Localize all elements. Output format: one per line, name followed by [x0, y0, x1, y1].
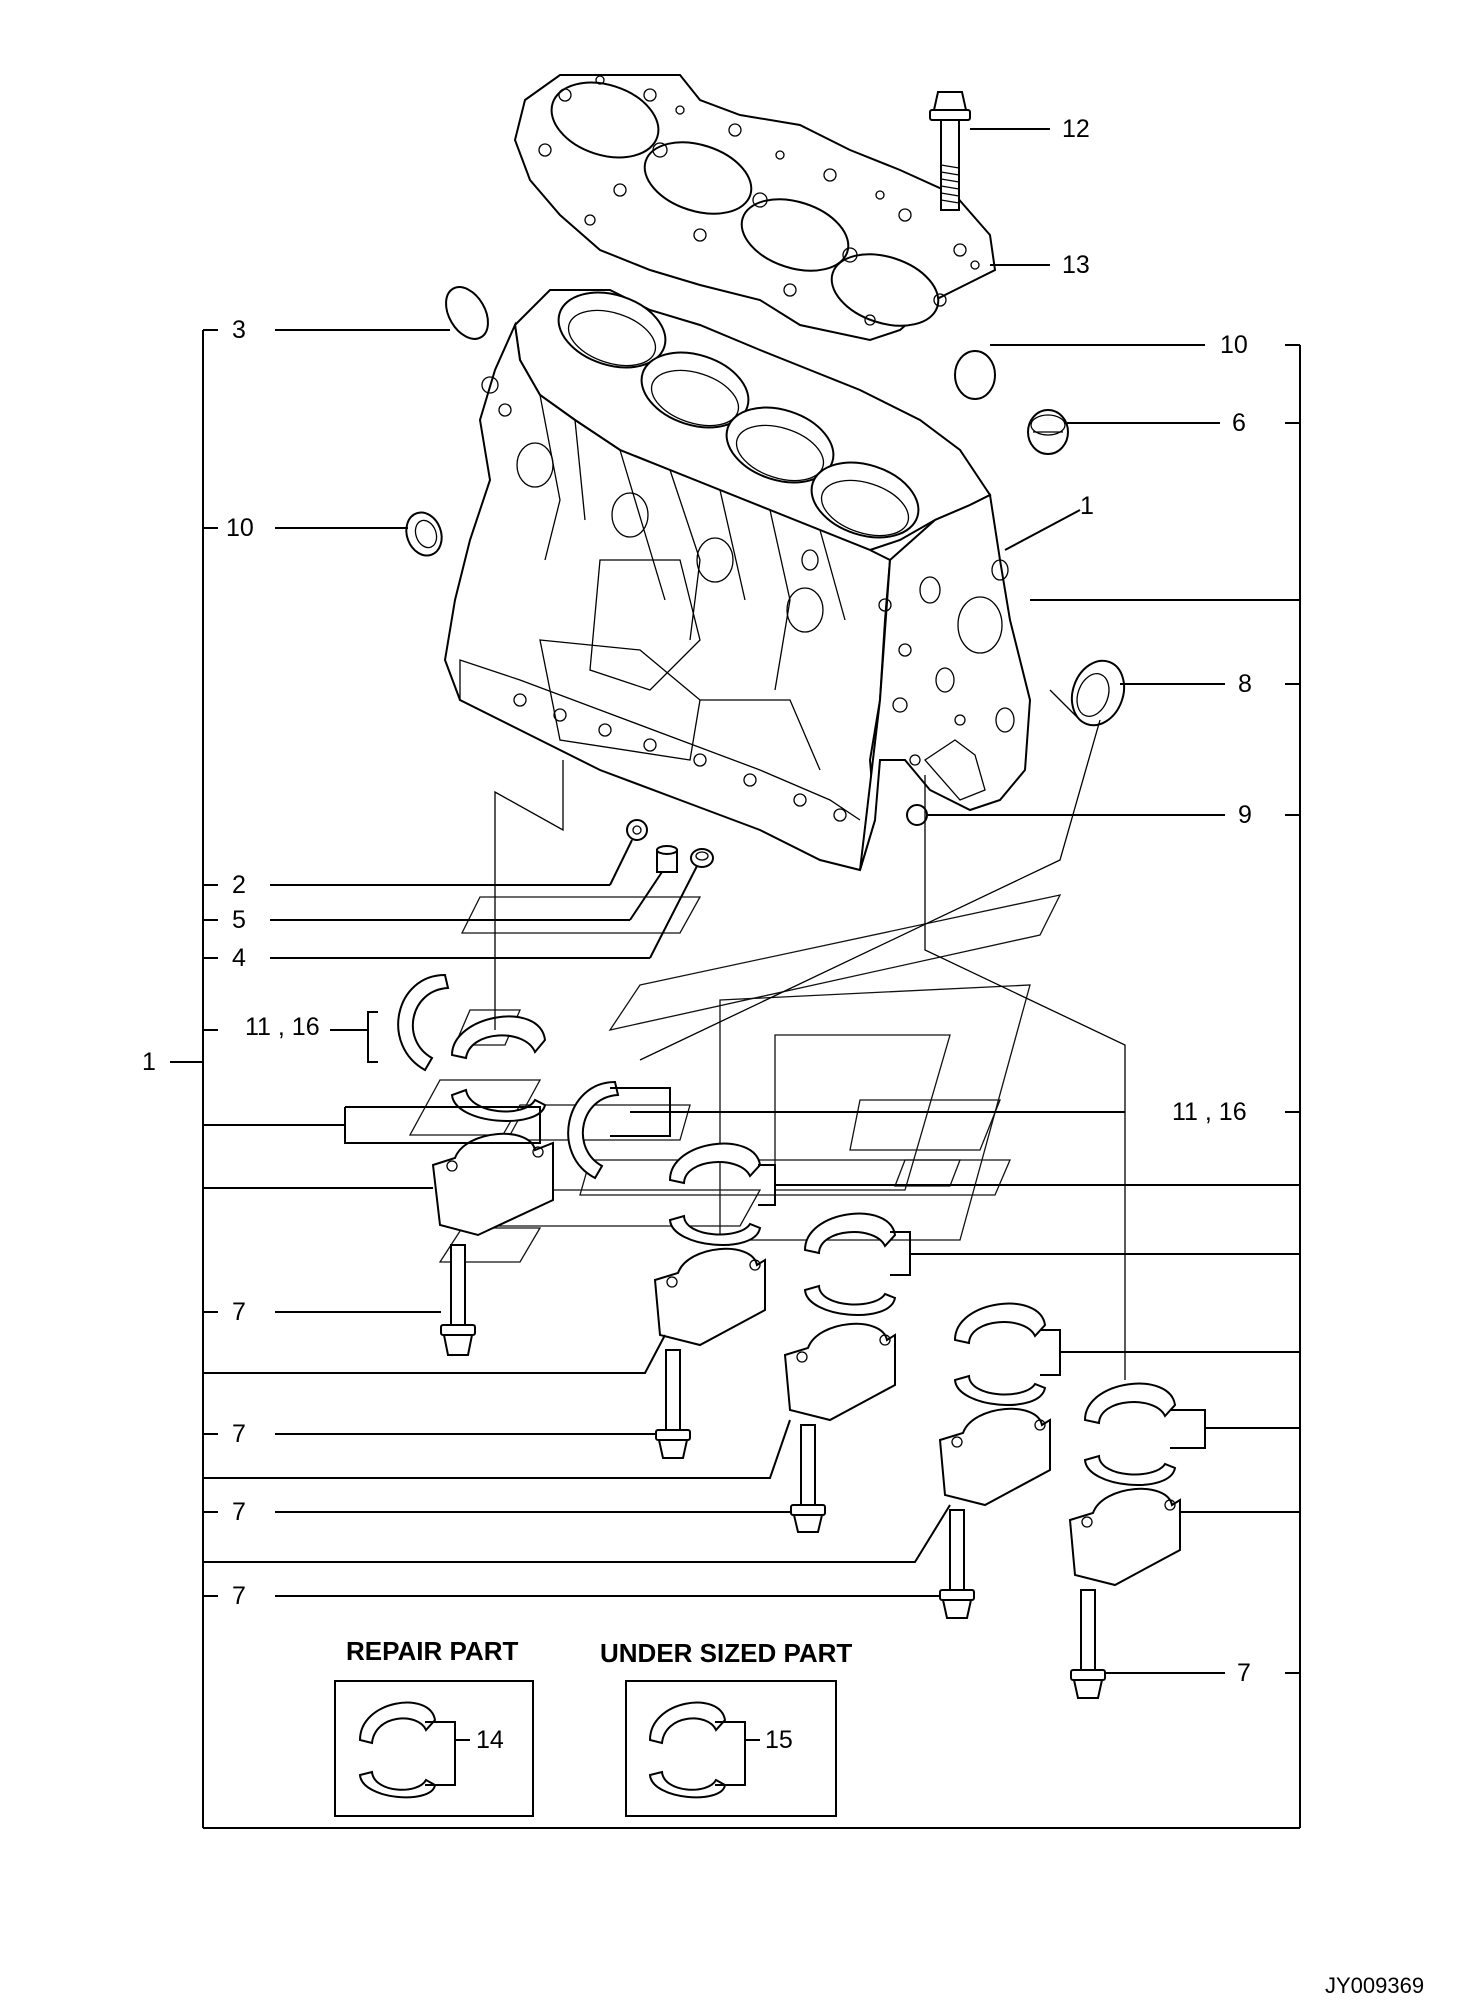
callout-4: 4 — [232, 944, 246, 972]
callout-11-16-left: 11 , 16 — [245, 1013, 320, 1041]
repair-part-title: REPAIR PART — [346, 1636, 518, 1666]
main-bearing-shell-5 — [1083, 1382, 1177, 1486]
bearing-cap-1 — [431, 1132, 554, 1237]
callout-9: 9 — [1238, 801, 1252, 829]
watermark-logo — [408, 894, 1062, 1263]
callout-7-a: 7 — [232, 1298, 246, 1326]
bearing-cap-2 — [653, 1247, 766, 1347]
callout-1-group: 1 — [142, 1048, 156, 1076]
callout-7-d: 7 — [232, 1582, 246, 1610]
plug-6 — [1027, 409, 1069, 455]
cap-bolt-1 — [440, 1244, 476, 1356]
plug-4 — [690, 848, 714, 868]
thrust-washer-left — [397, 973, 450, 1072]
plug-9 — [906, 804, 928, 826]
callout-12: 12 — [1062, 115, 1090, 143]
callout-6: 6 — [1232, 409, 1246, 437]
callout-7-c: 7 — [232, 1498, 246, 1526]
bearing-cap-5 — [1068, 1487, 1181, 1587]
undersized-part-box — [625, 1680, 837, 1817]
callout-frame — [170, 128, 1301, 1829]
main-bearing-shell-4 — [953, 1302, 1047, 1406]
callout-7-b: 7 — [232, 1420, 246, 1448]
callout-5: 5 — [232, 906, 246, 934]
callout-2: 2 — [232, 871, 246, 899]
plug-10-right — [954, 350, 996, 400]
thrust-washer-right — [567, 1080, 620, 1180]
callout-1-block: 1 — [1080, 492, 1094, 520]
main-bearing-shell-2 — [668, 1142, 762, 1246]
repair-part-box — [334, 1680, 534, 1817]
callout-10-right: 10 — [1220, 331, 1248, 359]
plug-2 — [626, 819, 648, 841]
callout-11-16-right: 11 , 16 — [1172, 1098, 1247, 1126]
callout-13: 13 — [1062, 251, 1090, 279]
main-bearing-shell-3 — [803, 1212, 897, 1316]
head-bolt — [929, 91, 971, 211]
undersized-part-title: UNDER SIZED PART — [600, 1638, 852, 1668]
assembly-guides — [494, 689, 1126, 1380]
callout-10-left: 10 — [226, 514, 254, 542]
plug-5 — [656, 845, 678, 873]
document-id: JY009369 — [1325, 1973, 1424, 1998]
bearing-cap-4 — [938, 1407, 1051, 1507]
cap-bolt-4 — [939, 1509, 975, 1619]
callout-3: 3 — [232, 316, 246, 344]
plug-10-left — [405, 511, 443, 557]
callout-15: 15 — [765, 1726, 793, 1754]
cap-bolt-3 — [790, 1424, 826, 1533]
cylinder-block — [443, 289, 1032, 872]
cap-bolt-2 — [655, 1349, 691, 1459]
head-gasket — [513, 74, 997, 342]
callout-7-e: 7 — [1237, 1659, 1251, 1687]
plug-3 — [445, 286, 489, 340]
main-bearing-shell-1 — [450, 1015, 547, 1122]
callout-14: 14 — [476, 1726, 504, 1754]
oil-seal-8 — [1070, 659, 1126, 727]
bearing-cap-3 — [783, 1322, 896, 1422]
cap-bolt-5 — [1070, 1589, 1106, 1699]
callout-8: 8 — [1238, 670, 1252, 698]
